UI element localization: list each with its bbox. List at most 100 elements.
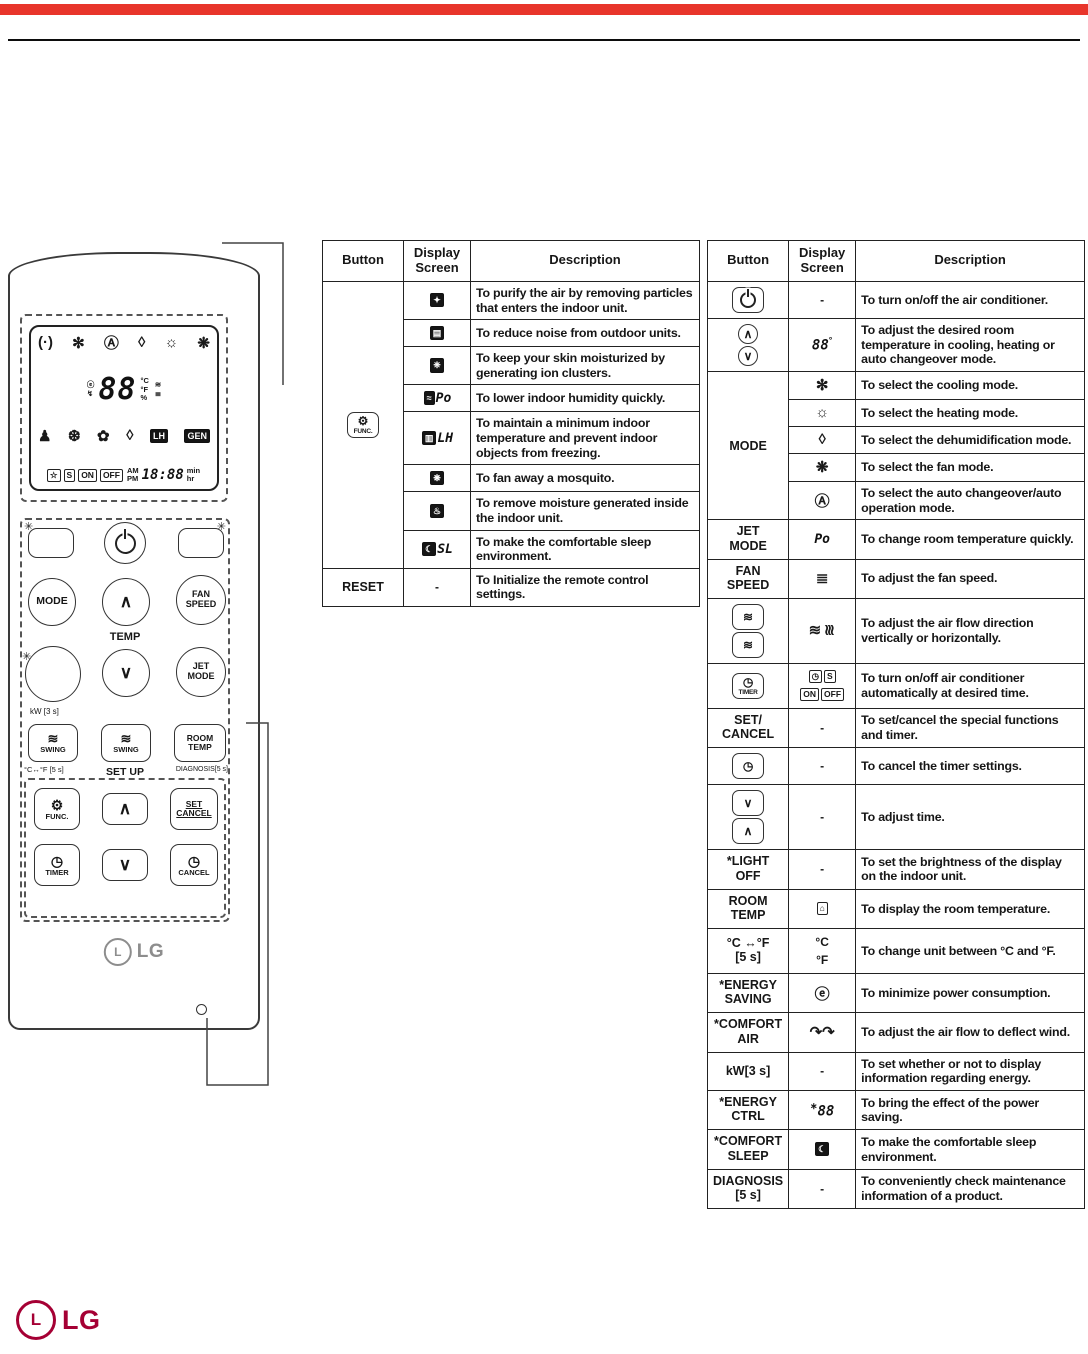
description-cell: To bring the effect of the power saving. xyxy=(855,1089,1085,1131)
time-up-icon: ∧ xyxy=(732,818,765,845)
swing-vertical-icon: ≋ xyxy=(808,622,822,640)
dehumidification-mode-icon: ◊ xyxy=(818,430,826,448)
lh-indicator: LH xyxy=(437,431,454,447)
table-row: ∧∨88°To adjust the desired room temperat… xyxy=(706,317,1085,372)
dry-icon: ≈ xyxy=(423,391,435,406)
jet-mode-button: JET MODE xyxy=(176,647,226,697)
display-screen-cell: ≋≋ xyxy=(788,597,857,664)
dehumidify-mode-icon: ◊ xyxy=(137,334,146,351)
diagnosis-button: DIAGNOSIS [5 s] xyxy=(706,1168,790,1210)
func-gear-icon: ⚙FUNC. xyxy=(347,411,379,438)
description-cell: To select the dehumidification mode. xyxy=(855,425,1085,454)
timer-off-indicator: OFF xyxy=(821,688,845,702)
description-cell: To cancel the timer settings. xyxy=(855,747,1085,786)
low-heat-icon: ▥ xyxy=(421,431,437,446)
timer-button: ◷ TIMER xyxy=(34,844,80,886)
lg-logo-mark: L xyxy=(103,938,132,966)
fan-mode-icon: ❋ xyxy=(197,334,210,352)
po-indicator: Po xyxy=(435,391,452,407)
display-screen-cell: - xyxy=(788,849,857,890)
mosquito-away-icon: ❋ xyxy=(430,470,444,486)
header-divider-line xyxy=(8,39,1080,41)
description-cell: To set whether or not to display informa… xyxy=(855,1051,1085,1092)
display-screen-cell: ▥LH xyxy=(403,411,471,466)
display-screen-cell: ☼ xyxy=(788,398,857,427)
display-screen-cell: ≣ xyxy=(788,558,857,599)
reset-button: RESET xyxy=(322,567,404,608)
gear-icon: ⚙ xyxy=(50,796,64,813)
description-cell: To select the cooling mode. xyxy=(855,370,1085,400)
column-header: Button xyxy=(706,240,790,282)
description-cell: To change room temperature quickly. xyxy=(855,519,1085,560)
energy-digits: 88 xyxy=(817,1102,835,1119)
remote-function-panel: ⚙ FUNC. ∧ SET CANCEL ◷ TIMER ∨ ◷ CANCEL xyxy=(24,778,226,918)
power-icon xyxy=(740,291,757,308)
unit-icons: °C°F% xyxy=(140,375,149,403)
temp-up-button: ∧ xyxy=(102,578,150,626)
time-down-button: ∨ xyxy=(102,849,148,881)
display-screen-cell: ☾SL xyxy=(403,529,471,569)
gen-indicator: GEN xyxy=(184,428,210,443)
comfort-sleep-icon: ☾ xyxy=(815,1142,830,1157)
description-cell: To maintain a minimum indoor temperature… xyxy=(470,411,700,466)
func-button: ⚙FUNC. xyxy=(322,280,404,569)
description-cell: To change unit between °C and °F. xyxy=(855,928,1085,974)
table-row: ⚙FUNC.✦To purify the air by removing par… xyxy=(322,280,700,569)
table-row: *COMFORT AIR↷↷To adjust the air flow to … xyxy=(706,1012,1085,1053)
table-row: ∨∧-To adjust time. xyxy=(706,784,1085,851)
display-screen-cell: - xyxy=(788,747,857,786)
description-cell: To reduce noise from outdoor units. xyxy=(470,319,700,348)
comfort-air-button: *COMFORT AIR xyxy=(706,1012,790,1053)
display-screen-cell: Po xyxy=(788,519,857,560)
jet-mode-button: JET MODE xyxy=(706,519,790,560)
description-cell: To adjust time. xyxy=(855,784,1085,851)
table-row: DIAGNOSIS [5 s]-To conveniently check ma… xyxy=(706,1168,1085,1210)
auto-dry-icon: ♨ xyxy=(429,503,445,518)
column-header: Description xyxy=(470,240,700,282)
quiet-outdoor-icon: ▤ xyxy=(429,325,445,340)
set-cancel-button: SET CANCEL xyxy=(170,788,218,830)
description-cell: To select the heating mode. xyxy=(855,398,1085,427)
asterisk-mark: ✳ xyxy=(216,521,226,533)
column-header: Display Screen xyxy=(788,240,857,282)
c-f-label: °C↔°F [5 s] xyxy=(24,765,64,774)
display-screen-cell: Ⓐ xyxy=(788,480,857,521)
clock-digits: 18:88 xyxy=(141,467,184,484)
description-cell: To conveniently check maintenance inform… xyxy=(855,1168,1085,1210)
lcd-mode-icons-row: (·)✻Ⓐ◊☼❋ xyxy=(37,332,211,353)
display-screen-cell: ◊ xyxy=(788,425,857,454)
cancel-button: ◷ xyxy=(706,747,790,786)
c-f-button: °C ↔°F [5 s] xyxy=(706,928,790,974)
table-row: *LIGHT OFF-To set the brightness of the … xyxy=(706,849,1085,890)
description-cell: To purify the air by removing particles … xyxy=(470,280,700,321)
power-button xyxy=(104,522,146,564)
mode-button: MODE xyxy=(706,370,790,521)
display-screen-cell: ⌂ xyxy=(788,888,857,930)
table-row: ◷-To cancel the timer settings. xyxy=(706,747,1085,786)
display-screen-cell: ↷↷ xyxy=(788,1012,857,1053)
lh-indicator: LH xyxy=(149,428,168,443)
table-row: MODE✻To select the cooling mode. xyxy=(706,370,1085,521)
temp-label: TEMP xyxy=(109,631,141,643)
timer-clock-indicator: ◷ xyxy=(808,670,823,684)
remote-lg-logo: L LG xyxy=(103,938,164,966)
sl-indicator: SL xyxy=(437,542,453,558)
description-cell: To adjust the desired room temperature i… xyxy=(855,317,1085,372)
display-screen-cell: 88° xyxy=(788,317,857,372)
lcd-temperature-row: ⓔ↯88°C°F%≋≣ xyxy=(37,374,211,405)
lg-logo-mark: L xyxy=(16,1300,56,1340)
fan-mode-icon: ❋ xyxy=(815,458,829,476)
table-row: FAN SPEED≣To adjust the fan speed. xyxy=(706,558,1085,599)
table-row: -To turn on/off the air conditioner. xyxy=(706,280,1085,319)
fan-speed-button: FAN SPEED xyxy=(176,575,226,625)
description-cell: To lower indoor humidity quickly. xyxy=(470,384,700,413)
energy-icons: ⓔ↯ xyxy=(86,380,95,398)
energy-saving-button xyxy=(25,646,81,702)
